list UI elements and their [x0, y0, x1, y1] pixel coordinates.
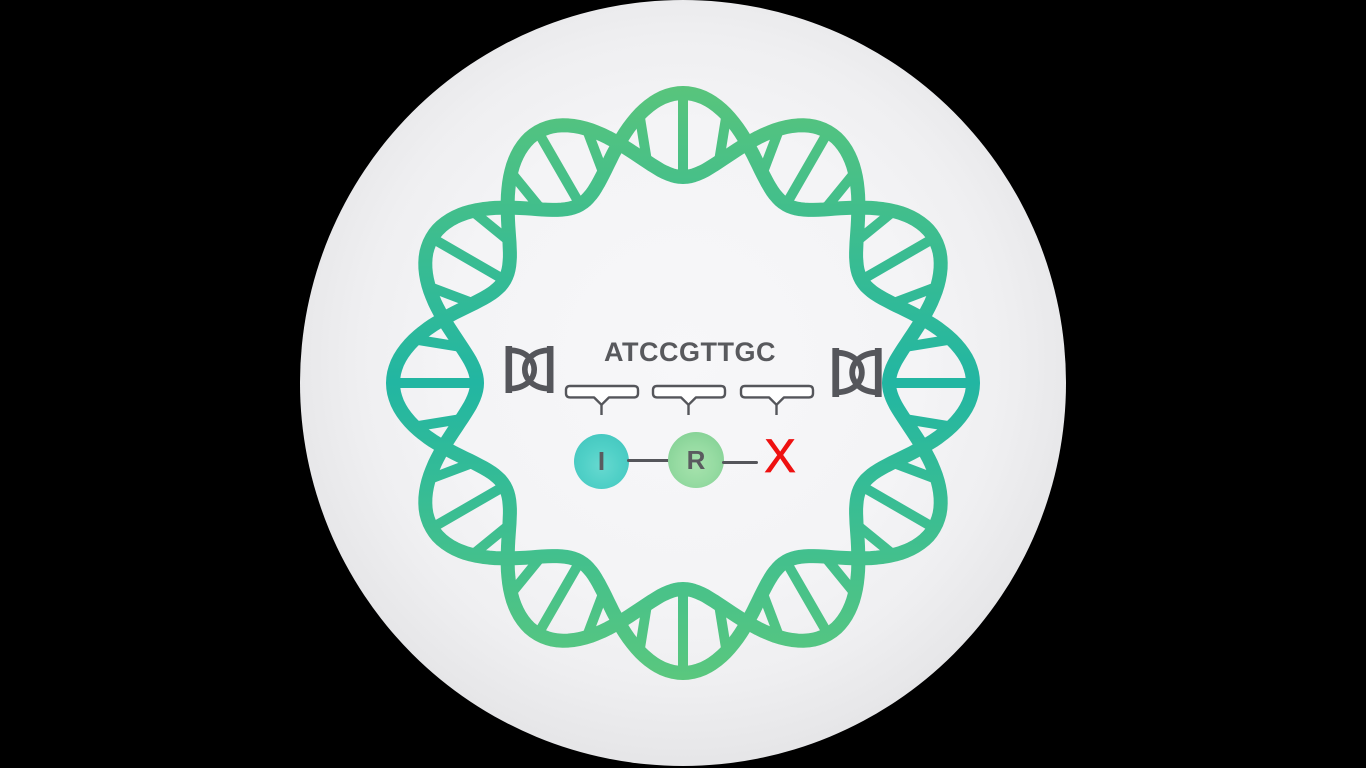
- node-r-circle: R: [668, 432, 724, 488]
- node-i-circle: I: [574, 434, 629, 489]
- dna-crossover-icon: [832, 348, 882, 397]
- sequence-bracket: [739, 384, 815, 415]
- sequence-bracket: [564, 384, 640, 415]
- node-r-label: R: [686, 444, 706, 475]
- node-i-label: I: [597, 446, 606, 476]
- dna-crossover-icon: [505, 346, 554, 393]
- dna-sequence-text: ATCCGTTGC: [604, 337, 776, 367]
- connector-line: [722, 461, 758, 464]
- dna-helix-ring: [386, 86, 980, 680]
- sequence-bracket: [651, 384, 727, 415]
- connector-line: [627, 459, 670, 462]
- fail-x-mark: X: [764, 428, 796, 482]
